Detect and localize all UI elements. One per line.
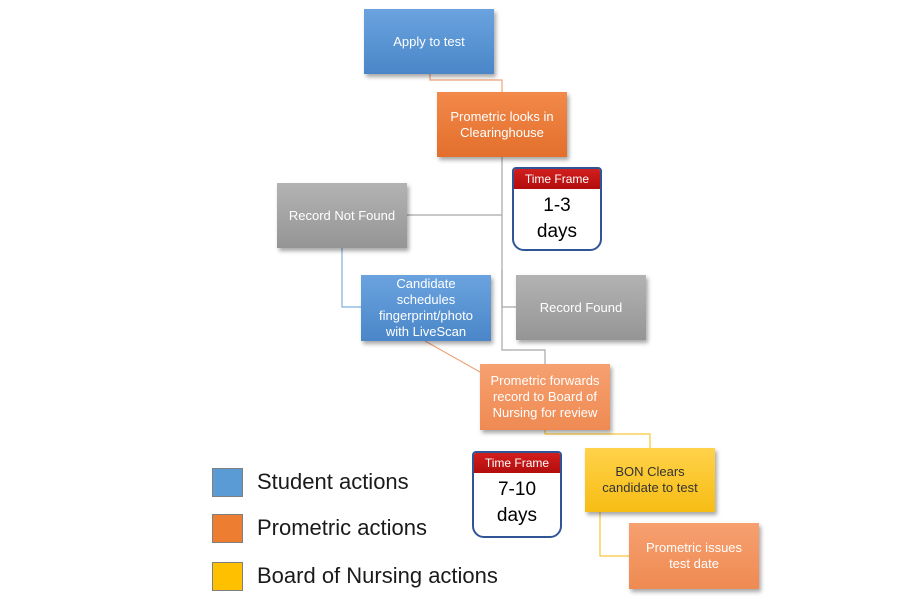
time-frame-callout-1: Time Frame 1-3 days xyxy=(512,167,602,251)
node-record-not-found: Record Not Found xyxy=(277,183,407,248)
time-frame-value: 1-3 days xyxy=(514,189,600,245)
time-frame-header: Time Frame xyxy=(474,453,560,473)
legend-item-student: Student actions xyxy=(212,466,409,498)
node-label: BON Clears candidate to test xyxy=(602,464,698,495)
legend-swatch-board xyxy=(212,561,243,591)
node-label: Candidate schedules fingerprint/photo wi… xyxy=(379,276,473,339)
node-label: Prometric looks in Clearinghouse xyxy=(450,108,554,140)
node-record-found: Record Found xyxy=(516,275,646,340)
node-prometric-looks: Prometric looks in Clearinghouse xyxy=(437,92,567,157)
node-label: Record Not Found xyxy=(288,207,396,223)
time-frame-callout-2: Time Frame 7-10 days xyxy=(472,451,562,538)
legend-swatch-student xyxy=(212,467,243,497)
legend-label: Board of Nursing actions xyxy=(257,563,498,588)
time-frame-value-line: days xyxy=(496,505,538,526)
legend-item-prometric: Prometric actions xyxy=(212,512,427,544)
connector-not-found-schedules xyxy=(341,248,361,308)
connector-apply-looks xyxy=(429,74,503,92)
time-frame-value-line: days xyxy=(536,221,578,242)
legend-item-board: Board of Nursing actions xyxy=(212,560,498,592)
node-apply-to-test: Apply to test xyxy=(364,9,494,74)
node-label: Apply to test xyxy=(393,33,465,49)
legend-swatch-prometric xyxy=(212,513,243,543)
node-label: Prometric issues test date xyxy=(645,540,743,571)
legend-label: Prometric actions xyxy=(257,515,427,540)
time-frame-value: 7-10 days xyxy=(474,473,560,529)
time-frame-value-line: 1-3 xyxy=(543,195,571,216)
node-prometric-issues: Prometric issues test date xyxy=(629,523,759,589)
node-label: Prometric forwards record to Board of Nu… xyxy=(490,373,600,420)
connector-schedules-forwards xyxy=(424,340,481,373)
legend-label: Student actions xyxy=(257,469,409,494)
node-bon-clears: BON Clears candidate to test xyxy=(585,448,715,512)
connector-bon-issues xyxy=(599,512,629,557)
node-label: Record Found xyxy=(539,299,623,315)
node-prometric-forwards: Prometric forwards record to Board of Nu… xyxy=(480,364,610,430)
connector-looks-trunk xyxy=(501,157,546,364)
connector-trunk-found xyxy=(501,270,516,308)
time-frame-value-line: 7-10 xyxy=(497,479,537,500)
time-frame-header: Time Frame xyxy=(514,169,600,189)
node-candidate-schedules: Candidate schedules fingerprint/photo wi… xyxy=(361,275,491,341)
connector-forwards-bon xyxy=(544,430,651,448)
